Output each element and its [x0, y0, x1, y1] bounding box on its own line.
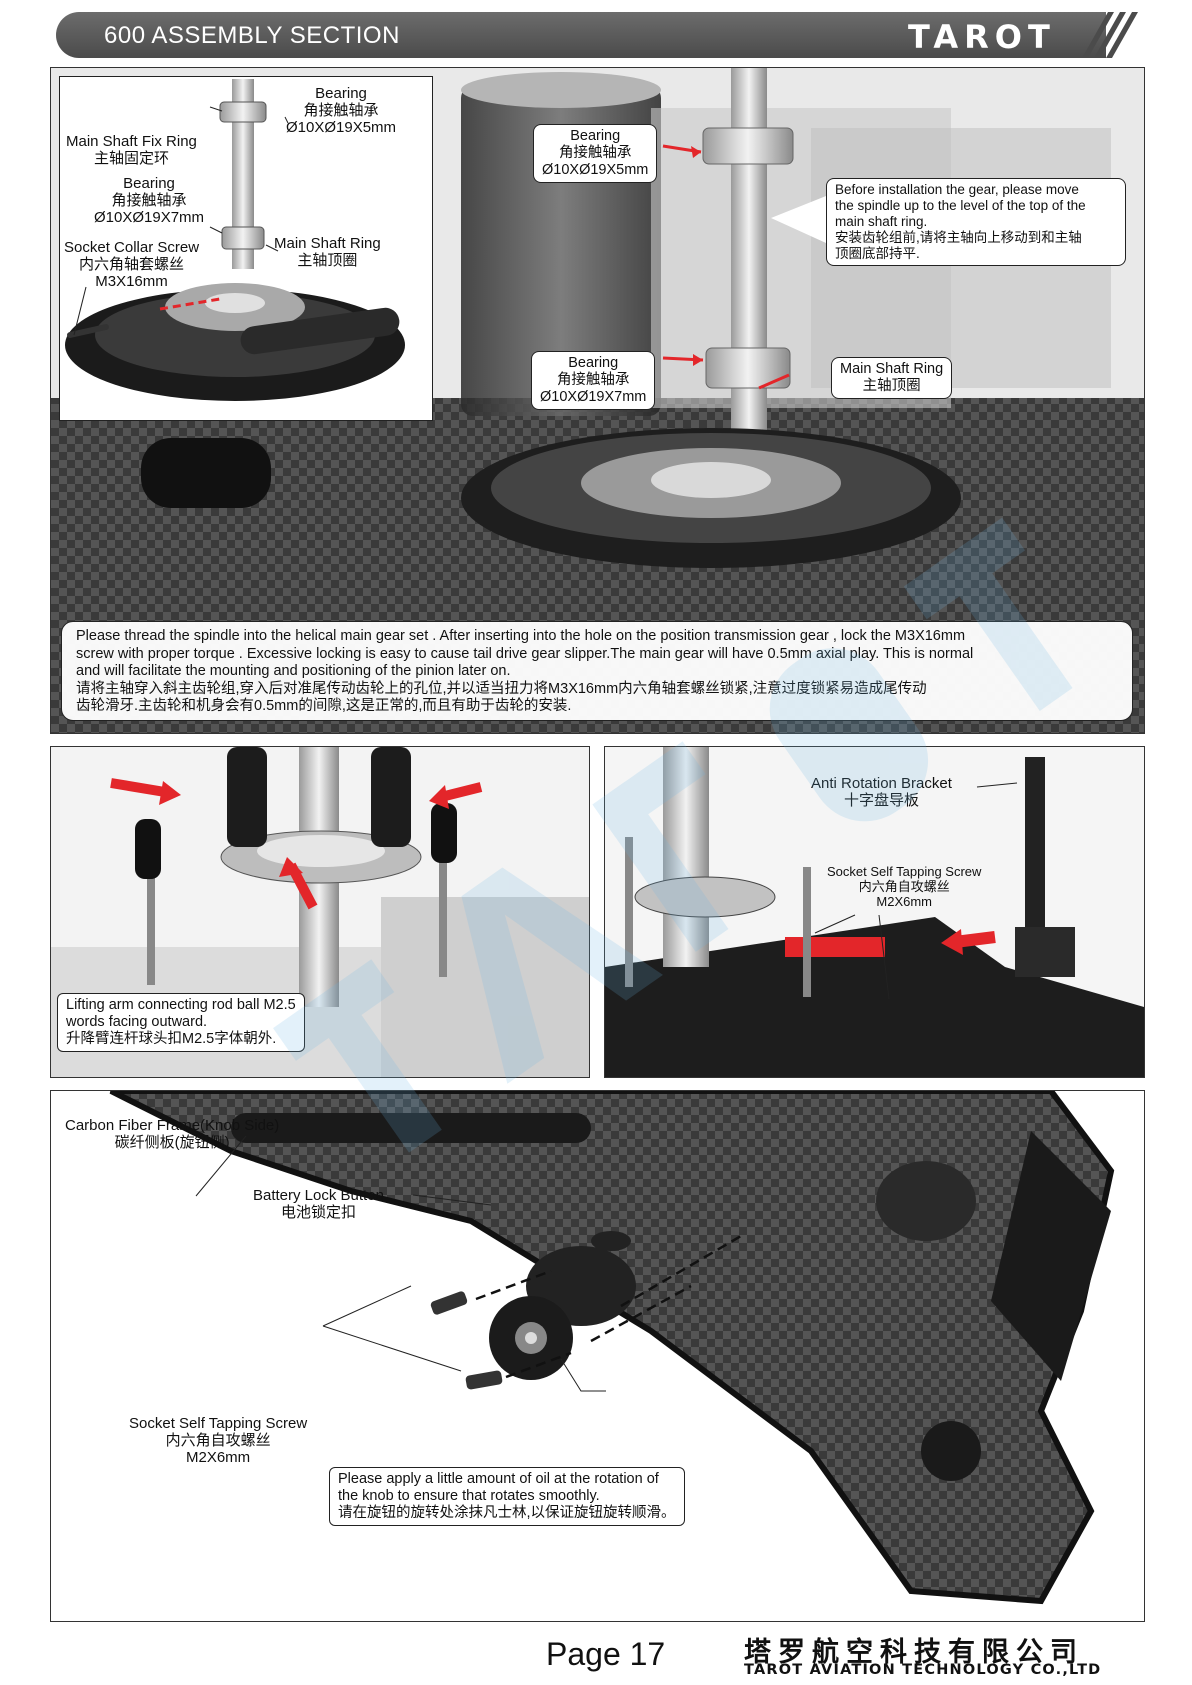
header-bar [56, 12, 1106, 58]
inset-bearing-top-label: Bearing 角接触轴承 Ø10XØ19X5mm [286, 85, 397, 136]
main-shaft-assembly-panel: Bearing 角接触轴承 Ø10XØ19X5mm Main Shaft Fix… [50, 67, 1145, 734]
oil-note: Please apply a little amount of oil at t… [329, 1467, 685, 1526]
socket-self-tapping-screw-label: Socket Self Tapping Screw 内六角自攻螺丝 M2X6mm [827, 864, 982, 909]
anti-rotation-illustration [605, 747, 1144, 1077]
page-number: Page 17 [546, 1636, 666, 1672]
battery-lock-panel: Carbon Fiber Frame(Knob Side) 碳纤侧板(旋钮侧) … [50, 1090, 1145, 1622]
swashplate-linkage-panel: Lifting arm connecting rod ball M2.5 wor… [50, 746, 590, 1078]
inset-main-shaft-ring-label: Main Shaft Ring 主轴顶圈 [274, 235, 381, 269]
company-name-en: TAROT AVIATION TECHNOLOGY CO.,LTD [744, 1662, 1102, 1678]
section-title: 600 ASSEMBLY SECTION [104, 22, 400, 49]
main-shaft-ring-callout: Main Shaft Ring 主轴顶圈 [831, 357, 953, 399]
rod-ball-note: Lifting arm connecting rod ball M2.5 wor… [57, 993, 305, 1052]
anti-rotation-bracket-panel: Anti Rotation Bracket 十字盘导板 Socket Self … [604, 746, 1145, 1078]
carbon-fiber-frame-label: Carbon Fiber Frame(Knob Side) 碳纤侧板(旋钮侧) [65, 1117, 280, 1151]
inset-socket-collar-screw-label: Socket Collar Screw 内六角轴套螺丝 M3X16mm [64, 239, 200, 290]
brand-logo: TAROT [908, 18, 1056, 56]
company-name-cn: 塔罗航空科技有限公司 [744, 1637, 1084, 1668]
spindle-instruction-note: Please thread the spindle into the helic… [61, 621, 1133, 721]
anti-rotation-bracket-label: Anti Rotation Bracket 十字盘导板 [811, 775, 952, 809]
install-note-callout: Before installation the gear, please mov… [826, 178, 1126, 266]
exploded-shaft-illustration [65, 79, 405, 401]
battery-lock-button-label: Battery Lock Button 电池锁定扣 [253, 1187, 384, 1221]
bearing-upper-callout: Bearing 角接触轴承 Ø10XØ19X5mm [533, 124, 658, 183]
main-shaft-exploded-inset: Bearing 角接触轴承 Ø10XØ19X5mm Main Shaft Fix… [59, 76, 433, 421]
bottom-socket-self-tapping-screw-label: Socket Self Tapping Screw 内六角自攻螺丝 M2X6mm [129, 1415, 308, 1466]
inset-main-shaft-fix-ring-label: Main Shaft Fix Ring 主轴固定环 [66, 133, 197, 167]
carbon-frame-illustration [109, 1091, 1115, 1605]
inset-bearing-lower-label: Bearing 角接触轴承 Ø10XØ19X7mm [94, 175, 205, 226]
bearing-lower-callout: Bearing 角接触轴承 Ø10XØ19X7mm [531, 351, 656, 410]
header-stripes [1082, 12, 1138, 58]
